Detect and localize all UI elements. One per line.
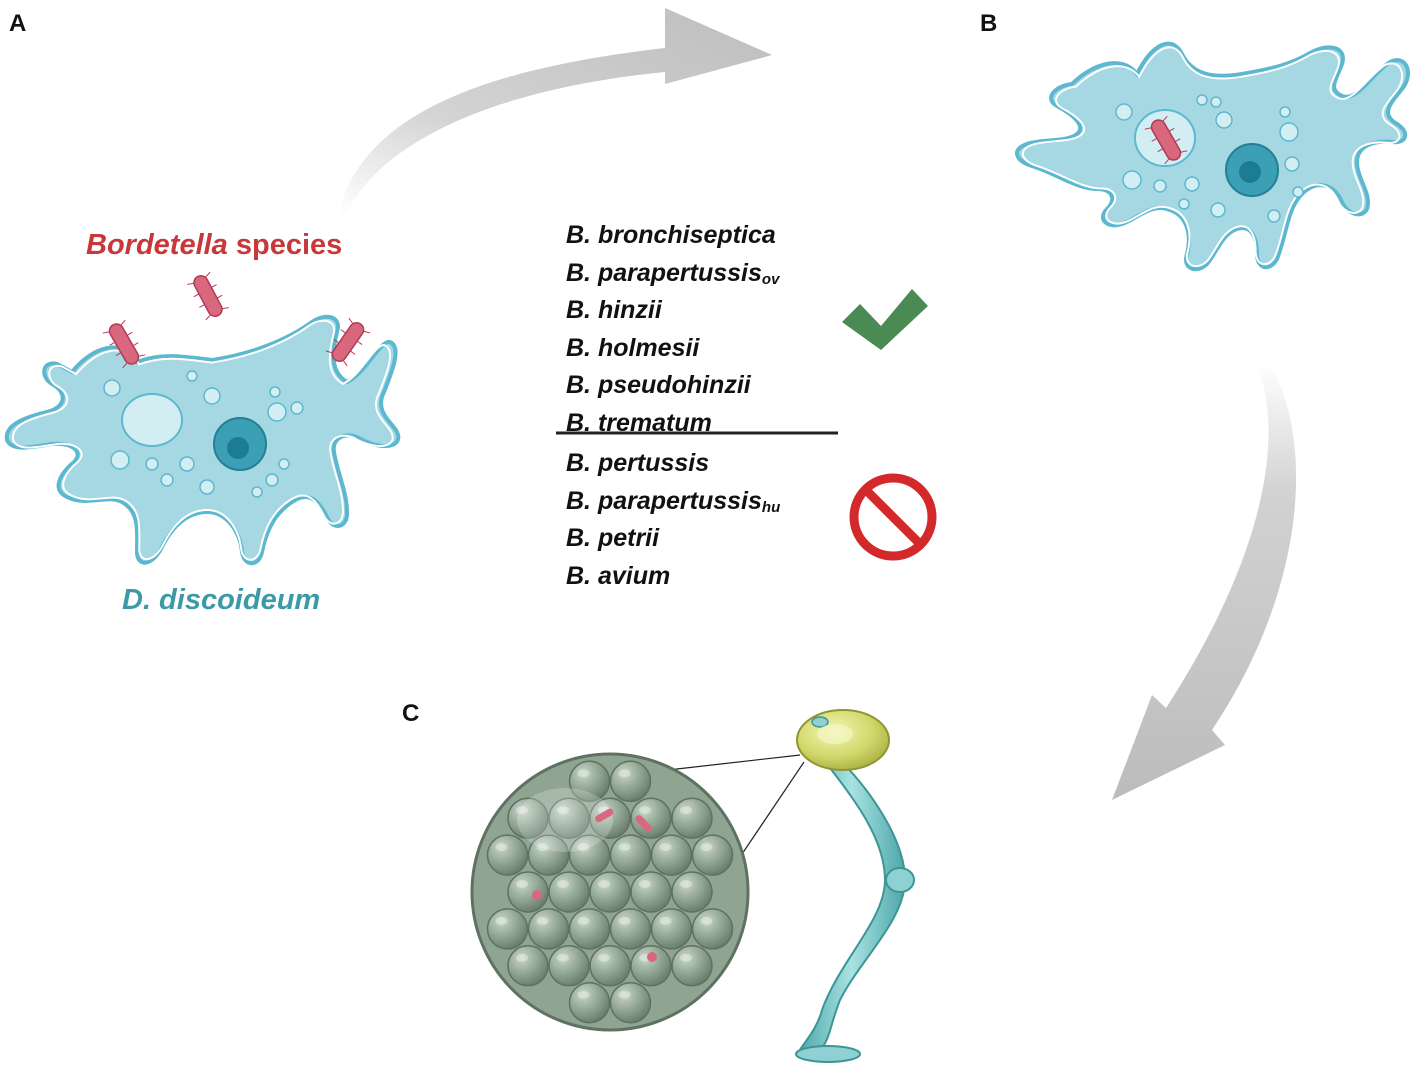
- permissive-species-list: B. bronchiseptica B. parapertussisov B. …: [566, 220, 779, 445]
- arrow-b-to-c: [1112, 362, 1297, 800]
- spore-highlight: [516, 806, 528, 815]
- spore-cell: [507, 945, 549, 987]
- zoom-line-upper: [667, 754, 801, 771]
- spore-bacterium: [647, 952, 657, 962]
- species-item: B. pertussis: [566, 449, 710, 477]
- species-item: B. holmesii: [566, 333, 700, 362]
- spore-cells: [486, 760, 734, 1024]
- spore-highlight: [516, 953, 528, 962]
- prohibited-icon: [849, 473, 937, 561]
- spore-cell: [691, 834, 734, 876]
- spore-cell: [548, 871, 590, 913]
- bacterium-a-right: [325, 317, 371, 367]
- spore-cell: [671, 945, 713, 987]
- panel-label-c: C: [402, 700, 420, 727]
- spore-highlight: [516, 880, 528, 888]
- panel-label-b: B: [980, 10, 998, 37]
- spore-cell: [589, 871, 631, 913]
- spore-cell: [568, 908, 611, 950]
- spore-cell: [650, 834, 693, 876]
- spore-cell: [507, 871, 549, 913]
- spore-cell: [568, 834, 611, 876]
- spore-cell: [548, 945, 590, 987]
- bacterium-b-internalized: [1144, 115, 1188, 165]
- spore-cell: [609, 760, 652, 803]
- spore-highlight: [680, 880, 692, 888]
- spore-cell: [589, 945, 631, 987]
- spore-highlight: [639, 880, 651, 888]
- spore-highlight: [659, 843, 672, 852]
- bacterium-a-left: [102, 319, 146, 369]
- spore-highlight: [618, 990, 631, 999]
- species-item: B. pseudohinzii: [566, 371, 751, 399]
- spore-highlight: [680, 806, 692, 815]
- spore-mass-zoom: [470, 752, 750, 1032]
- spore-highlight: [536, 916, 549, 925]
- amoeba-label: D. discoideum: [122, 584, 321, 616]
- spore-highlight: [536, 843, 549, 852]
- spore-highlight: [700, 916, 713, 925]
- spore-cell: [609, 981, 652, 1024]
- spore-highlight: [557, 880, 569, 888]
- arrow-a-to-b: [338, 8, 772, 215]
- spore-highlight: [639, 806, 651, 815]
- amoeba-b: [1015, 41, 1410, 272]
- spore-cell: [630, 871, 672, 913]
- spore-cell: [568, 760, 611, 803]
- fruiting-body: [795, 709, 915, 1063]
- bacterium-a-top: [187, 271, 229, 321]
- amoeba-a: [4, 314, 401, 566]
- spore-cell: [609, 834, 652, 876]
- species-item: B. bronchiseptica: [566, 221, 776, 249]
- spore-highlight: [598, 953, 610, 962]
- species-item: B. hinzii: [566, 296, 662, 324]
- bordetella-suffix: species: [235, 229, 343, 261]
- spore-highlight: [495, 843, 508, 852]
- check-icon: [842, 289, 928, 350]
- spore-cell: [486, 908, 529, 950]
- species-item: B. parapertussisov: [566, 258, 780, 288]
- spore-highlight: [557, 953, 569, 962]
- spore-cell: [609, 908, 652, 950]
- spore-highlight: [598, 880, 610, 888]
- species-item: B. petrii: [566, 524, 660, 552]
- spore-highlight: [557, 806, 569, 815]
- bordetella-genus: Bordetella: [86, 229, 228, 261]
- spore-cell: [568, 981, 611, 1024]
- spore-bacterium: [595, 808, 614, 823]
- spore-cell: [589, 797, 631, 839]
- spore-highlight: [618, 769, 631, 778]
- spore-highlight: [577, 843, 590, 852]
- spore-cell: [486, 834, 529, 876]
- spore-cell: [548, 797, 590, 839]
- spore-highlight: [577, 769, 590, 778]
- spore-cell: [527, 908, 570, 950]
- spore-highlight: [659, 916, 672, 925]
- spore-cell: [671, 871, 713, 913]
- species-item: B. avium: [566, 561, 671, 590]
- spore-bacterium: [532, 890, 542, 900]
- bordetella-label: Bordetella species: [86, 229, 342, 262]
- spore-cell: [671, 797, 713, 839]
- spore-bacterium: [635, 815, 652, 832]
- spore-cell: [527, 834, 570, 876]
- panel-label-a: A: [9, 10, 27, 37]
- species-item: B. parapertussishu: [566, 486, 781, 516]
- spore-highlight: [680, 953, 692, 962]
- non-permissive-species-list: B. pertussis B. parapertussishu B. petri…: [566, 448, 780, 598]
- spore-cell: [630, 797, 672, 839]
- spore-highlight: [495, 916, 508, 925]
- spore-cell: [630, 945, 672, 987]
- spore-highlight: [618, 916, 631, 925]
- spore-highlight: [577, 990, 590, 999]
- zoom-line-lower: [737, 761, 805, 861]
- spore-cell: [650, 908, 693, 950]
- spore-highlight: [577, 916, 590, 925]
- spore-cell: [507, 797, 549, 839]
- spore-cell: [691, 908, 734, 950]
- spore-highlight: [618, 843, 631, 852]
- species-item: B. trematum: [566, 408, 712, 437]
- spore-highlight: [700, 843, 713, 852]
